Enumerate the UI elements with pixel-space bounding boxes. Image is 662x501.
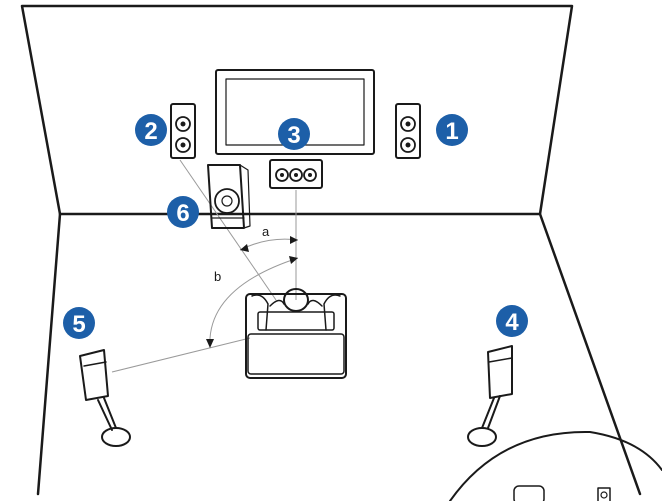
svg-text:2: 2 (144, 118, 157, 145)
badge-subwoofer: 6 (167, 196, 199, 228)
svg-text:4: 4 (505, 309, 519, 336)
badge-front-right: 1 (436, 114, 468, 146)
svg-text:6: 6 (176, 200, 189, 227)
detail-zoom-circle (449, 430, 662, 501)
guide-lines (111, 159, 297, 373)
angle-arc-b (206, 256, 299, 349)
listening-couch (245, 293, 347, 379)
badge-center: 3 (278, 118, 310, 150)
badge-front-left: 2 (135, 114, 167, 146)
badge-surround-left: 5 (63, 307, 95, 339)
angle-label-b: b (214, 269, 221, 284)
front-left-speaker (170, 103, 196, 159)
listener-head (269, 288, 323, 312)
badge-surround-right: 4 (496, 305, 528, 337)
surround-left-speaker (79, 349, 131, 447)
angle-label-a: a (262, 224, 270, 239)
subwoofer (207, 164, 251, 229)
angle-arc-a (239, 236, 299, 252)
front-right-speaker (395, 103, 421, 159)
surround-right-speaker (467, 345, 513, 447)
room-outline (20, 4, 642, 496)
svg-text:3: 3 (287, 122, 300, 149)
svg-text:5: 5 (72, 311, 85, 338)
center-speaker (269, 159, 323, 189)
svg-text:1: 1 (445, 118, 458, 145)
